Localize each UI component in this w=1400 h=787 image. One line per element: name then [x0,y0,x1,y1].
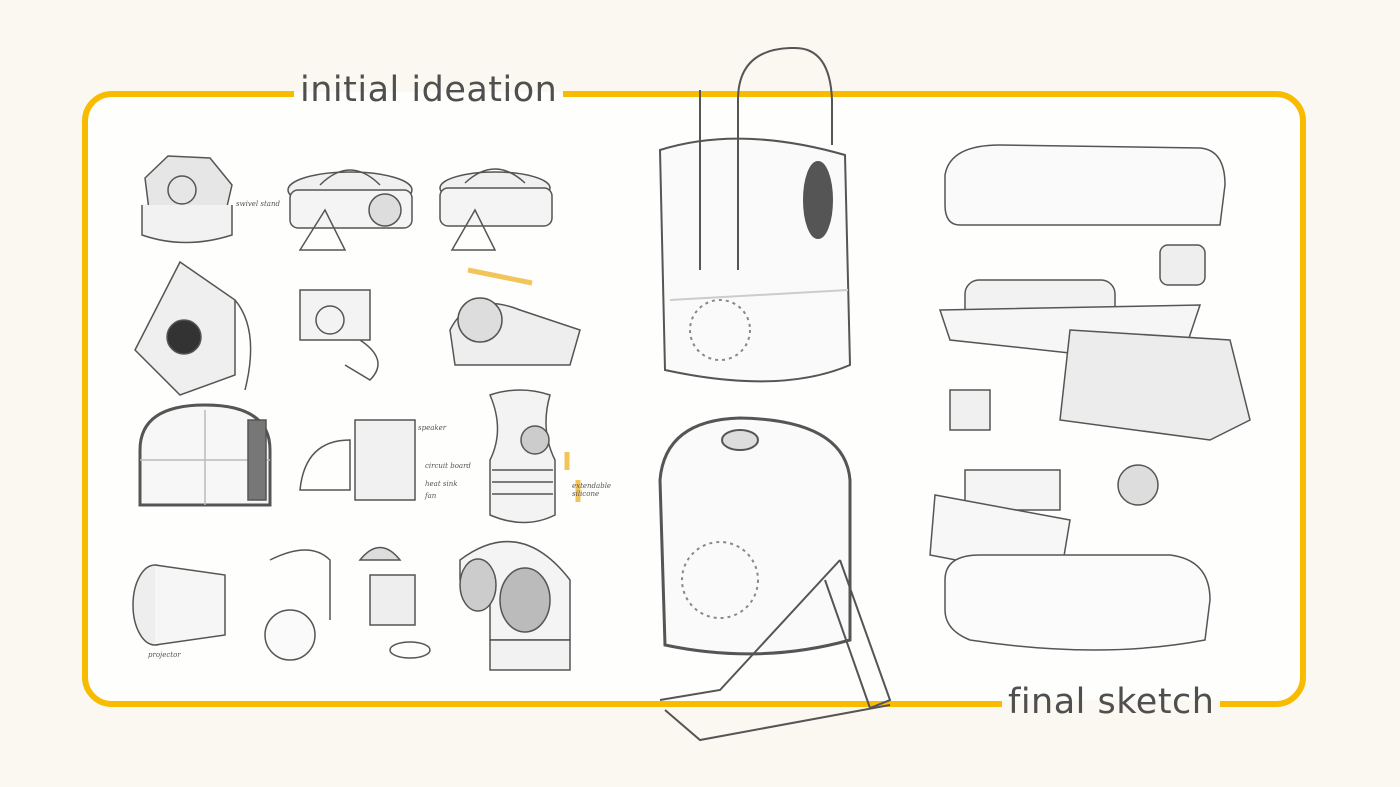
annotation-extendable-silicone: extendable silicone [572,482,612,498]
sketch-elbow-projector [459,540,571,671]
annotation-swivel-stand: swivel stand [236,200,280,208]
final-sketch-title: final sketch [1002,682,1221,722]
sketch-pipe-fittings [132,549,331,661]
sketch-dome-projector-1 [287,169,413,251]
sketch-exploded-1 [299,289,379,381]
sketch-exploded-view [929,144,1251,651]
sketch-stand-projector [658,416,892,742]
sketch-exploded-3 [358,546,431,659]
sketch-vase-projector [488,389,581,524]
annotation-circuit-board: circuit board [425,462,471,470]
sketch-dome-projector-2 [439,168,553,251]
annotation-projector: projector [148,651,181,659]
sketch-wedge-projector [134,260,252,396]
sketch-tilt-projector [449,267,581,366]
annotation-fan: fan [425,492,437,500]
sketch-handle-projector [658,47,852,383]
sketch-exploded-2 [299,419,416,501]
sketch-arch-projector [138,403,272,507]
annotation-speaker: speaker [418,424,447,432]
sketch-dodecahedron [141,155,233,244]
annotation-heat-sink: heat sink [425,480,458,488]
initial-ideation-title: initial ideation [294,70,564,110]
